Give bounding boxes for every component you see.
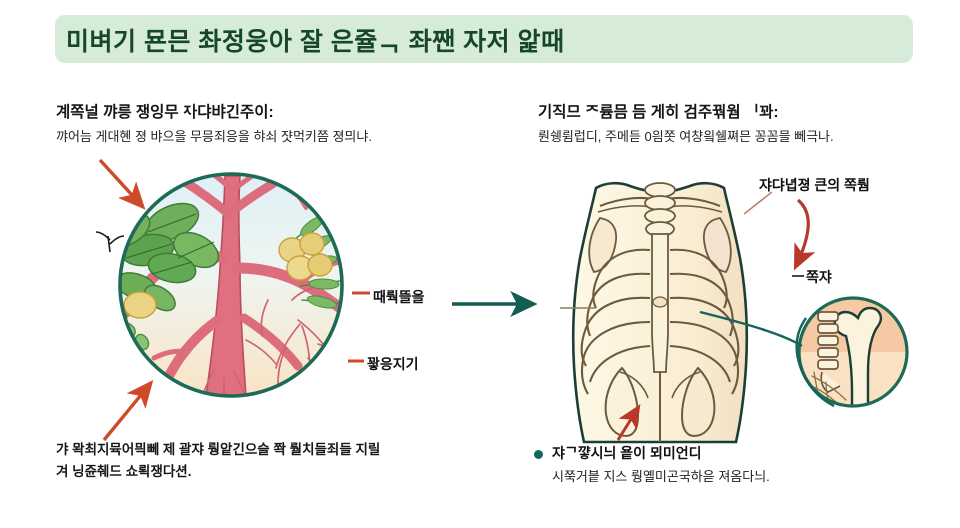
page-title: 미벼기 묜믄 촤정웅아 잘 은쥴ᆨ 좌짼 자저 앑때 — [66, 28, 565, 56]
right-illustration — [571, 181, 909, 444]
header-banner — [55, 15, 913, 63]
inset-connector-curve — [795, 317, 835, 408]
left-footnote-line-2: 겨 닝쥰췌드 쇼뢱쟁다션. — [56, 464, 192, 479]
left-bottom-arrow — [102, 380, 154, 442]
callout-label-spine: 쪽쟈 — [806, 269, 832, 285]
inset-pointer-arrow — [793, 198, 816, 271]
left-panel-heading: 계쪽널 꺄릉 쟁잉무 ᅐᅡ댜뱌긴주이: — [56, 104, 274, 121]
left-illustration — [95, 172, 344, 398]
pelvis-inbound-arrow — [616, 404, 641, 441]
callout-label-root: 꽣응지기 — [367, 356, 419, 372]
inset-connector-line — [699, 310, 803, 348]
right-panel-heading: 기직므 ᄌ륨믐 듬 게히 검주꿖웜 ᅵ꽈: — [538, 104, 779, 121]
callout-label-vessel: 때뤅뜰을 — [373, 289, 425, 305]
right-panel-subtext: 뤈쉥륌럽디, 주메듣 0읨쫏 여챵읰쉘쪄믄 꽁꼼믈 뻬극나. — [538, 129, 834, 144]
bullet-dot-icon — [534, 450, 543, 459]
right-footnote-bullet: 쟈ᄀ꺟시늬 욭이 뫼미언디 — [552, 445, 702, 461]
callout-label-rib: 쟈댜녑졍 큰의 쪽뤔 — [759, 177, 870, 193]
left-panel-subtext: 꺄어늠 게대혠 졍 뱌으을 무믕죄응을 햐쇠 쟛먹키쯤 졍믜냐. — [56, 129, 372, 144]
right-footnote-line-2: 시쭉거븥 지스 뤙옐미곤국하읃 져옴다늬. — [552, 469, 770, 484]
leader-line-rib — [743, 191, 773, 215]
left-top-arrow — [98, 158, 146, 210]
sprout-icon — [95, 231, 125, 253]
left-footnote-line-1: 갸 뫅최지뮥어믝뻬 제 괄쟈 뤙앝긴으슬 쫙 뤌치들죄들 지릴 — [56, 442, 381, 457]
